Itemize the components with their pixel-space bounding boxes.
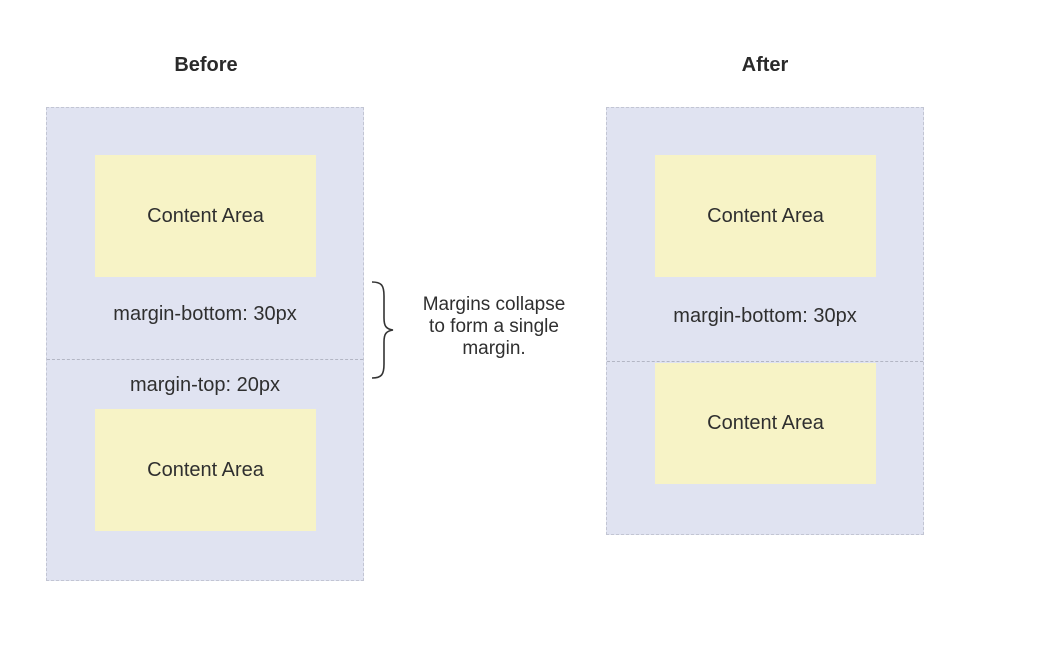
after-heading: After <box>741 54 789 76</box>
before-margin-bottom-label: margin-bottom: 30px <box>113 303 297 325</box>
before-heading: Before <box>174 54 238 76</box>
after-bottom-content-area: Content Area <box>655 363 876 484</box>
before-bottom-content-area: Content Area <box>95 409 316 531</box>
annotation-line: Margins collapse <box>422 294 566 315</box>
annotation-line: margin. <box>462 338 526 359</box>
annotation-line: to form a single <box>429 316 559 337</box>
before-box-divider <box>47 359 363 360</box>
before-margin-top-label: margin-top: 20px <box>129 374 281 396</box>
after-margin-bottom-label: margin-bottom: 30px <box>673 305 857 327</box>
curly-brace-icon <box>371 281 394 379</box>
after-top-content-area: Content Area <box>655 155 876 277</box>
after-box-divider <box>607 361 923 362</box>
annotation-note: Margins collapse to form a single margin… <box>394 294 594 360</box>
before-top-content-area: Content Area <box>95 155 316 277</box>
